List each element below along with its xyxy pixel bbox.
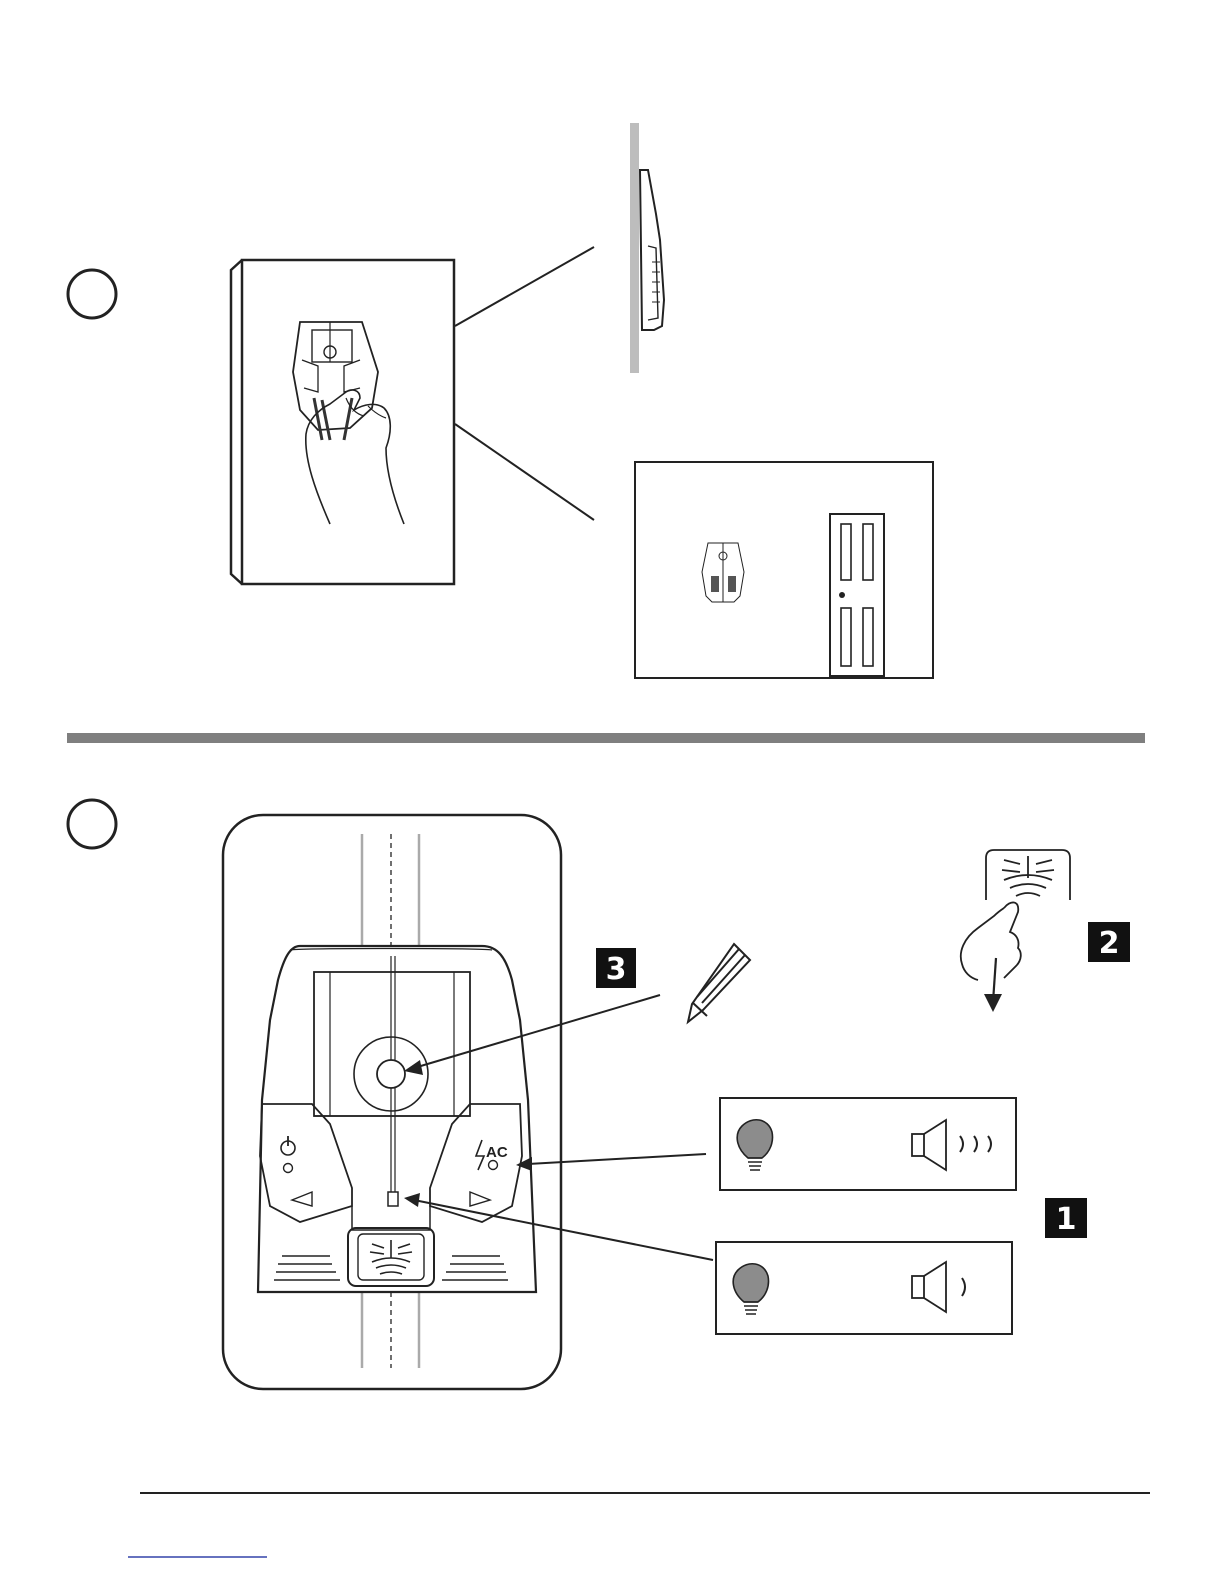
wall-frame [635,462,933,678]
edge-indicator-led [388,1192,398,1206]
scanner-panel-frame [223,815,561,1389]
speaker-icon [912,1120,946,1170]
wall-surface [630,123,639,373]
scanner-side-profile [640,170,664,330]
panel-edge [231,260,242,584]
sound-wave-icon [962,1278,965,1296]
door-knob-icon [839,592,845,598]
pressing-finger-icon [961,902,1021,980]
step-3-number: 3 [606,952,627,987]
arrow-to-ac-led [528,1154,706,1164]
hand-on-scanner-illustration [231,260,454,584]
scanner-outline [258,946,536,1292]
bulb-icon [737,1120,772,1170]
arrow-to-center-hole [414,995,660,1068]
scanner-window [314,972,470,1116]
step-2-number: 2 [1099,926,1120,961]
indicator-box-weak [716,1242,1012,1334]
slide-down-arrow-head [984,994,1002,1012]
center-hole [377,1060,405,1088]
stud-scanner-device [258,946,536,1292]
arrow-to-edge-led [414,1200,713,1260]
scanner-body [293,322,378,430]
indicator-box-strong [720,1098,1016,1190]
side-view-illustration [630,123,664,373]
section-1-marker [68,270,116,318]
leader-line-to-wall-view [455,424,594,520]
leader-line-to-side-view [455,247,594,326]
button-closeup-icon [1002,856,1054,896]
door-icon [830,514,884,676]
power-led [284,1164,293,1173]
hand-icon [306,390,404,524]
voltage-icon [476,1140,484,1170]
ac-label: AC [486,1144,508,1161]
step-1-number: 1 [1056,1202,1077,1237]
sound-waves-icon [960,1136,991,1152]
section-2-marker [68,800,116,848]
pencil-icon [688,944,750,1022]
press-button-illustration [961,850,1070,1012]
speaker-icon [912,1262,946,1312]
scan-button-icon [370,1240,412,1274]
left-vents [274,1256,340,1280]
wall-and-door-illustration [635,462,933,678]
ac-led [489,1161,498,1170]
bulb-icon [733,1264,768,1314]
section-divider [67,733,1145,743]
right-vents [442,1256,508,1280]
small-scanner-icon [702,543,744,602]
right-grip-arrow [470,1192,490,1206]
left-grip-arrow [292,1192,312,1206]
